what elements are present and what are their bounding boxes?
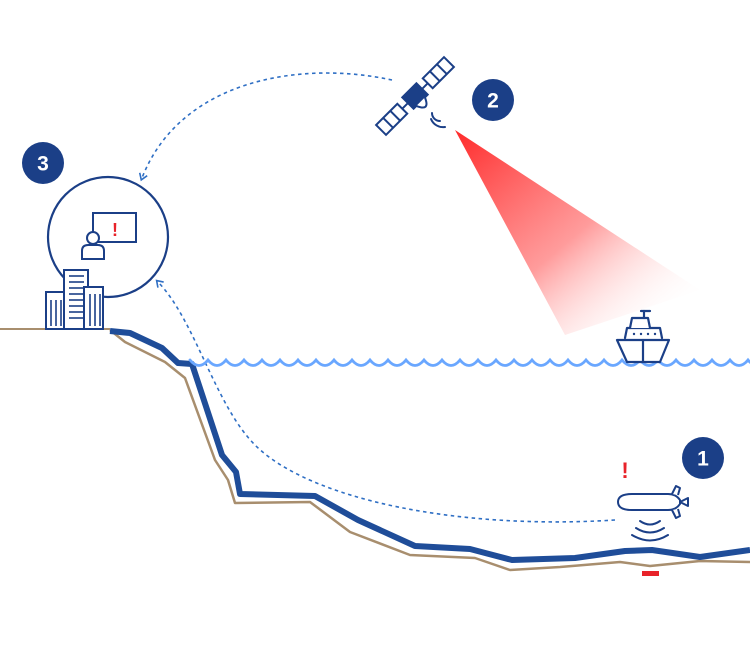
- step-badge-3: 3: [22, 142, 64, 184]
- ship-icon: [615, 309, 671, 364]
- svg-text:2: 2: [487, 90, 499, 113]
- subsea-cable: [109, 328, 750, 563]
- satellite-icon: [374, 55, 456, 137]
- satellite-to-center-arrow: [138, 72, 393, 182]
- screen-alert-mark: !: [112, 220, 118, 240]
- vehicle-to-center-arrow: [155, 279, 616, 523]
- step-badge-1: 1: [682, 437, 724, 479]
- sonar-signal-icon: [631, 520, 669, 542]
- step-badge-2: 2: [472, 79, 514, 121]
- vehicle-alert-mark: !: [621, 458, 628, 483]
- satellite-signal-icon: [430, 112, 446, 129]
- sea-surface-waves: [188, 357, 750, 367]
- buildings-icon: [45, 269, 104, 330]
- seabed: [109, 329, 750, 572]
- operator-icon: [81, 231, 105, 260]
- satellite-beam: [455, 130, 700, 335]
- monitor-screen: [92, 212, 137, 243]
- svg-text:3: 3: [37, 153, 49, 176]
- svg-text:1: 1: [697, 448, 709, 471]
- seabed-anomaly-marker: [642, 571, 659, 576]
- underwater-vehicle-icon: [617, 485, 689, 519]
